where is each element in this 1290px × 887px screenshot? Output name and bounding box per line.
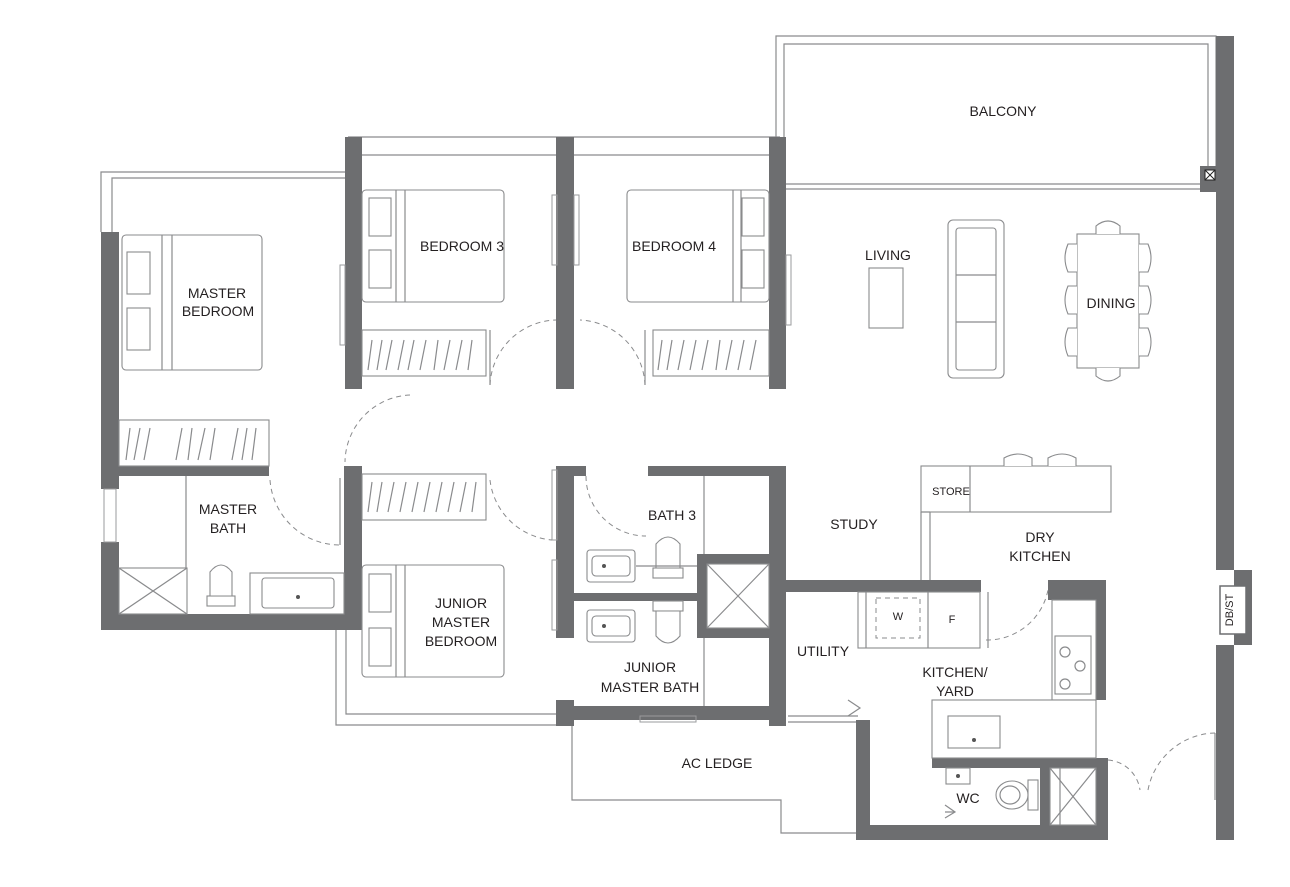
dry-kitchen-counter (920, 453, 1112, 580)
junior-master-bath-fixtures (586, 600, 705, 706)
label-junior-master-bedroom-3: BEDROOM (425, 633, 497, 649)
windows (103, 194, 792, 723)
master-bath-fixtures (118, 476, 345, 615)
label-kitchen-yard-1: KITCHEN/ (922, 664, 987, 680)
wc-fixtures (847, 699, 1097, 826)
door-swings (269, 319, 1216, 800)
walls (101, 36, 1252, 840)
bedroom3-wardrobe (361, 329, 487, 377)
label-store: STORE (932, 486, 970, 498)
sofa (947, 219, 1005, 379)
label-master-bath-1: MASTER (199, 501, 257, 517)
utility-appliances (857, 591, 989, 649)
svg-text:DB/ST: DB/ST (1224, 594, 1236, 627)
label-junior-master-bath-1: JUNIOR (624, 659, 676, 675)
label-utility: UTILITY (797, 643, 850, 659)
room-labels: BALCONY LIVING DINING BEDROOM 3 BEDROOM … (182, 103, 1136, 806)
label-washer: W (893, 611, 904, 623)
label-dry-kitchen-2: KITCHEN (1009, 548, 1070, 564)
label-bedroom3: BEDROOM 3 (420, 238, 504, 254)
label-bath3: BATH 3 (648, 507, 696, 523)
label-kitchen-yard-2: YARD (936, 683, 974, 699)
bedroom3-bed (361, 189, 505, 303)
label-master-bedroom-2: BEDROOM (182, 303, 254, 319)
label-living: LIVING (865, 247, 911, 263)
bedroom4-wardrobe (652, 329, 770, 377)
bath3-fixtures (586, 476, 770, 629)
label-junior-master-bedroom-1: JUNIOR (435, 595, 487, 611)
label-master-bath-2: BATH (210, 520, 246, 536)
coffee-table (868, 267, 904, 329)
cooktop-counter (931, 599, 1097, 759)
db-st-box: DB/ST (1219, 585, 1247, 635)
label-fridge: F (949, 614, 956, 626)
junior-master-wardrobe (361, 473, 487, 521)
master-wardrobe (118, 419, 270, 467)
label-dining: DINING (1087, 295, 1136, 311)
bedroom4-bed (626, 189, 770, 303)
column-symbol (1204, 169, 1216, 181)
label-dry-kitchen-1: DRY (1025, 529, 1055, 545)
label-ac-ledge: AC LEDGE (682, 755, 753, 771)
label-bedroom4: BEDROOM 4 (632, 238, 716, 254)
outer-outline (100, 35, 1217, 834)
label-master-bedroom-1: MASTER (188, 285, 246, 301)
label-study: STUDY (830, 516, 878, 532)
master-bed (121, 234, 263, 371)
label-wc: WC (956, 790, 979, 806)
junior-master-bed (361, 564, 505, 678)
label-junior-master-bedroom-2: MASTER (432, 614, 490, 630)
dining-table (1064, 220, 1152, 382)
label-junior-master-bath-2: MASTER BATH (601, 679, 700, 695)
label-balcony: BALCONY (970, 103, 1038, 119)
